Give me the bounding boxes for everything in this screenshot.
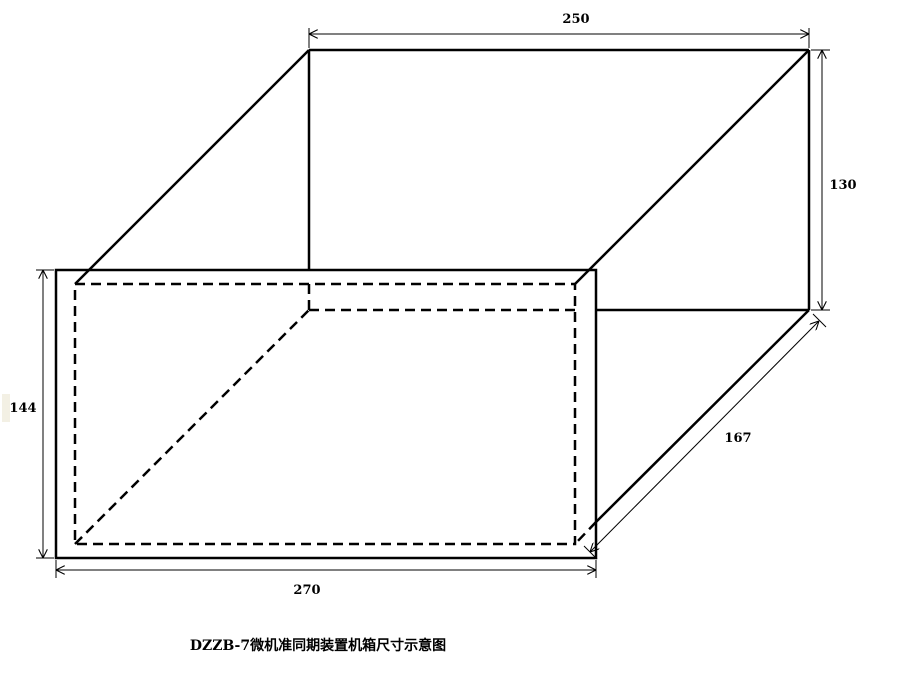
top-left-depth-edge bbox=[74, 49, 310, 285]
dim-label-167: 167 bbox=[724, 431, 751, 446]
dim-label-270: 270 bbox=[293, 583, 320, 598]
front-panel-inner bbox=[73, 282, 577, 546]
label-highlight bbox=[2, 394, 10, 422]
box-outline bbox=[54, 48, 811, 560]
dim-label-250: 250 bbox=[562, 12, 589, 27]
hidden-lines bbox=[73, 282, 597, 546]
top-right-depth-edge bbox=[574, 49, 810, 285]
dim-label-144: 144 bbox=[9, 401, 36, 416]
front-panel-outer bbox=[54, 268, 598, 560]
dimension-lines bbox=[36, 28, 830, 578]
hidden-bottom-left-depth bbox=[74, 309, 310, 545]
bottom-right-depth-edge bbox=[595, 309, 810, 523]
dim-line-167 bbox=[590, 321, 819, 552]
hidden-bottom-right-depth bbox=[574, 521, 597, 545]
dim-label-130: 130 bbox=[829, 178, 856, 193]
diagram-caption: DZZB-7微机准同期装置机箱尺寸示意图 bbox=[190, 637, 446, 654]
